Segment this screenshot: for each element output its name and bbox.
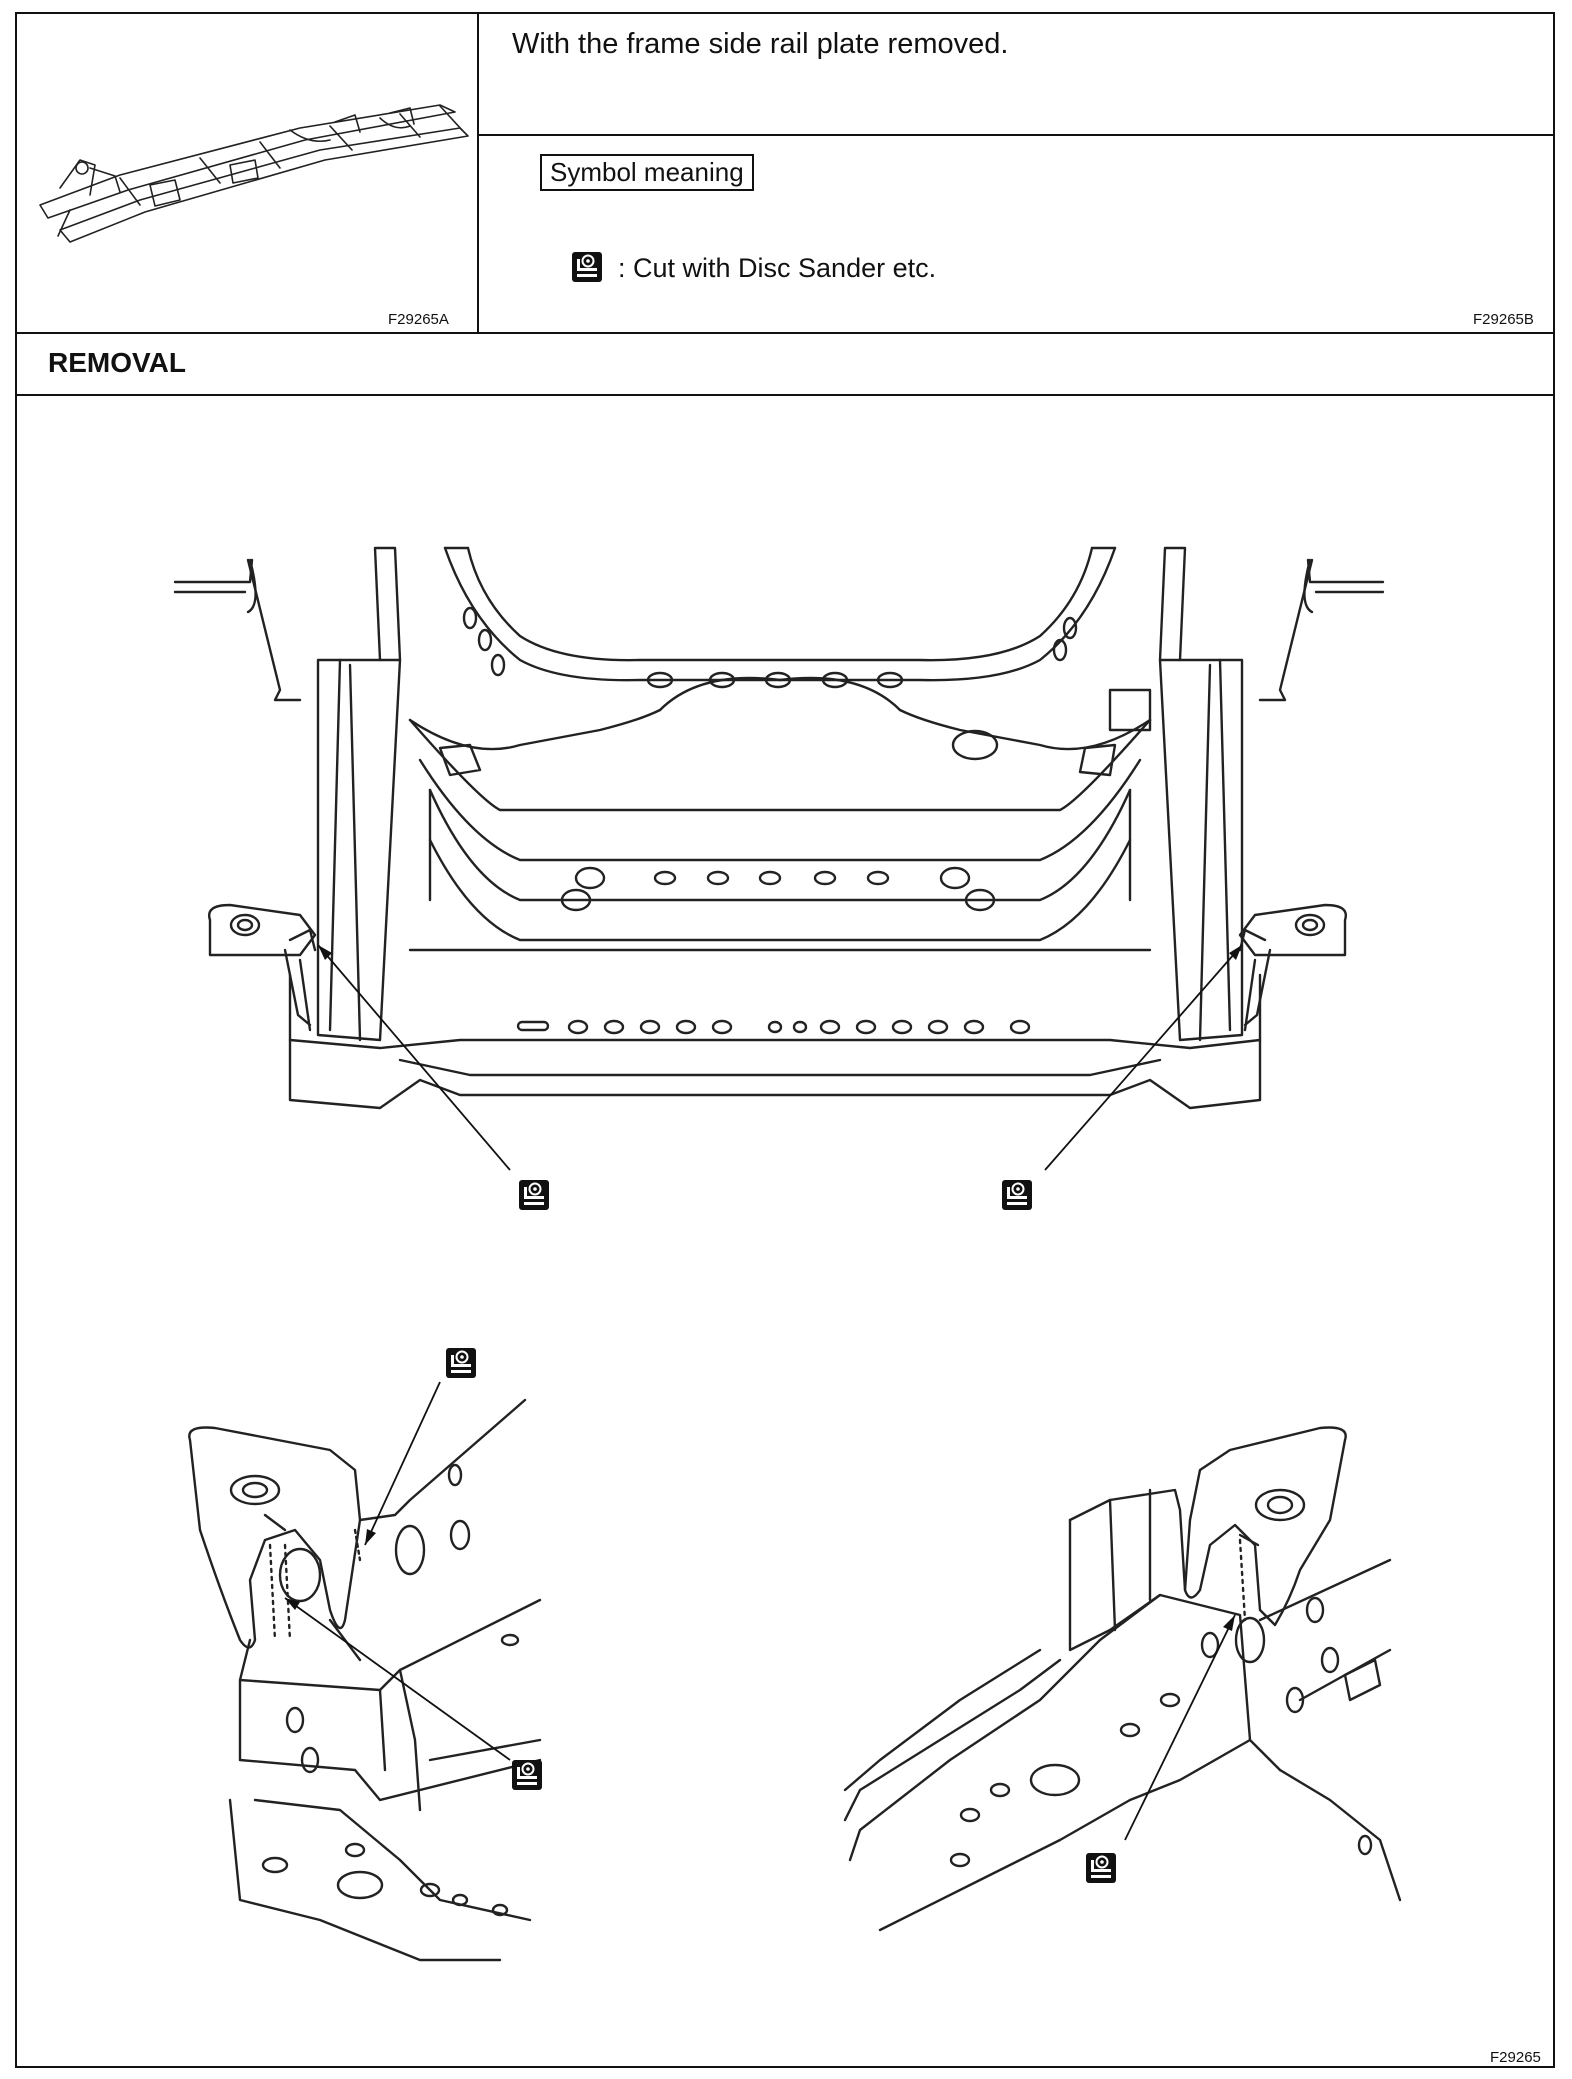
legend-title: Symbol meaning [540, 154, 754, 191]
section-bottom-rule [17, 394, 1553, 396]
left-bracket-detail [188, 1381, 542, 1962]
section-title: REMOVAL [48, 347, 186, 378]
manual-page [15, 12, 1555, 2068]
figure-code-left: F29265A [388, 311, 449, 328]
figure-code-main: F29265 [1490, 2049, 1541, 2066]
note-text: With the frame side rail plate removed. [512, 28, 1009, 60]
cut-icon-detail-left-top [445, 1347, 477, 1379]
cut-icon-left [518, 1179, 550, 1211]
legend-cut-text: : Cut with Disc Sander etc. [618, 253, 937, 283]
cut-icon-detail-left-bottom [511, 1759, 543, 1791]
right-bracket-detail [843, 1426, 1402, 1932]
figure-code-right: F29265B [1473, 311, 1534, 328]
cut-icon-detail-right [1085, 1852, 1117, 1884]
header-divider-vertical [477, 14, 479, 332]
cut-icon-right [1001, 1179, 1033, 1211]
header-divider-right [479, 134, 1553, 136]
crossmember-drawing [173, 546, 1385, 1171]
header-bottom-rule [17, 332, 1553, 334]
chassis-frame-thumbnail [39, 104, 469, 243]
legend-disc-sander-icon [571, 251, 603, 283]
